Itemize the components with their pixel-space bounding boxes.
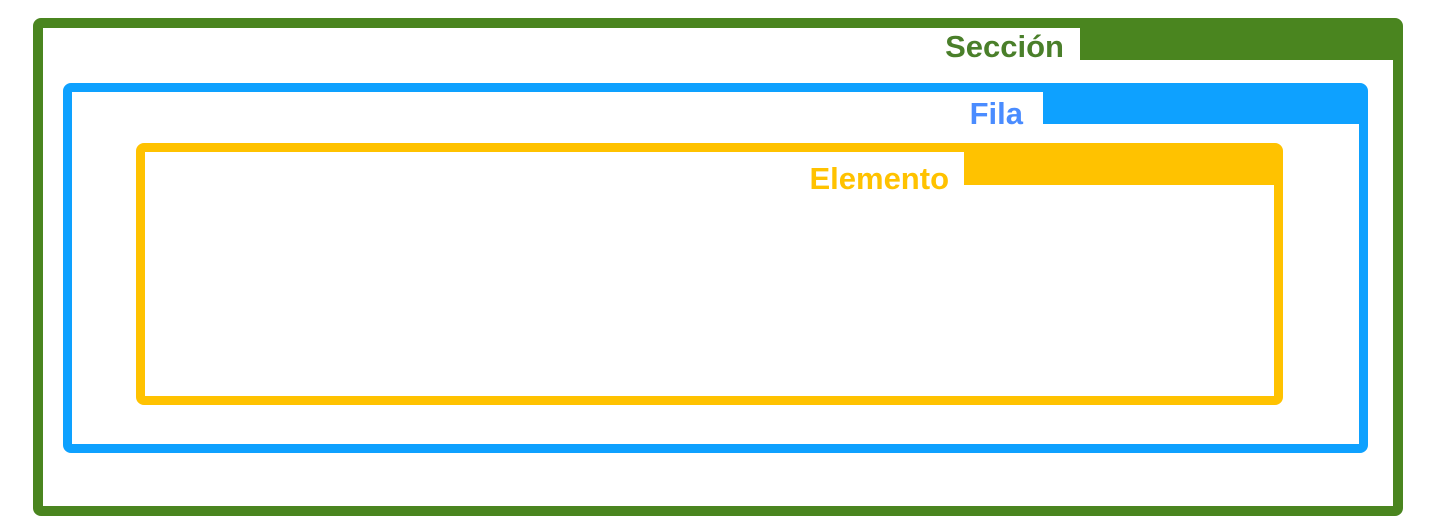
row-container: [63, 83, 1368, 453]
section-tab: [1080, 26, 1396, 60]
element-label: Elemento: [809, 161, 949, 196]
row-label: Fila: [969, 96, 1023, 131]
row-tab: [1043, 91, 1360, 124]
section-label: Sección: [945, 29, 1064, 64]
element-tab: [964, 151, 1275, 185]
element-container: [136, 143, 1283, 405]
section-container: [33, 18, 1403, 516]
